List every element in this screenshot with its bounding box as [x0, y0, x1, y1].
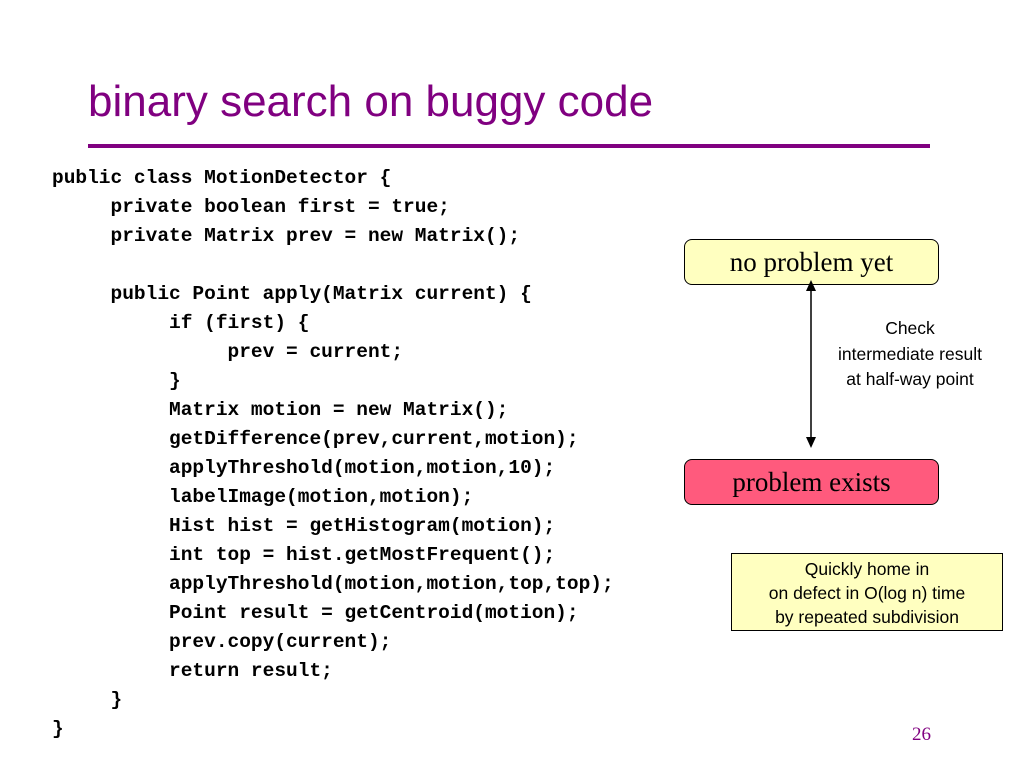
- check-note-line: Check: [885, 318, 935, 338]
- code-line: private boolean first = true;: [52, 196, 450, 218]
- code-line: return result;: [52, 660, 333, 682]
- page-number: 26: [912, 724, 931, 745]
- code-line: private Matrix prev = new Matrix();: [52, 225, 521, 247]
- code-line: }: [52, 689, 123, 711]
- code-line: if (first) {: [52, 312, 310, 334]
- double-arrow-icon: [806, 280, 816, 448]
- slide-title: binary search on buggy code: [88, 77, 654, 126]
- code-line: }: [52, 370, 181, 392]
- code-line: Point result = getCentroid(motion);: [52, 602, 579, 624]
- title-underline: [88, 144, 930, 148]
- code-line: getDifference(prev,current,motion);: [52, 428, 579, 450]
- quick-home-line: on defect in O(log n) time: [768, 583, 966, 603]
- quick-home-line: by repeated subdivision: [775, 607, 959, 627]
- code-line: [52, 251, 614, 280]
- check-note-line: intermediate result: [838, 343, 982, 364]
- code-line: int top = hist.getMostFrequent();: [52, 544, 556, 566]
- code-line: public class MotionDetector {: [52, 167, 392, 189]
- check-note: Check intermediate result at half-way po…: [810, 316, 1010, 393]
- problem-exists-box: problem exists: [684, 459, 939, 505]
- code-line: Matrix motion = new Matrix();: [52, 399, 509, 421]
- code-line: Hist hist = getHistogram(motion);: [52, 515, 556, 537]
- code-line: prev = current;: [52, 341, 404, 363]
- code-listing: public class MotionDetector { private bo…: [52, 164, 614, 744]
- code-line: applyThreshold(motion,motion,top,top);: [52, 573, 614, 595]
- no-problem-box: no problem yet: [684, 239, 939, 285]
- code-line: public Point apply(Matrix current) {: [52, 283, 532, 305]
- code-line: }: [52, 718, 64, 740]
- check-note-line: at half-way point: [846, 369, 974, 389]
- code-line: labelImage(motion,motion);: [52, 486, 474, 508]
- quick-home-box: Quickly home in on defect in O(log n) ti…: [731, 553, 1003, 631]
- code-line: prev.copy(current);: [52, 631, 392, 653]
- code-line: applyThreshold(motion,motion,10);: [52, 457, 556, 479]
- quick-home-line: Quickly home in: [804, 559, 930, 579]
